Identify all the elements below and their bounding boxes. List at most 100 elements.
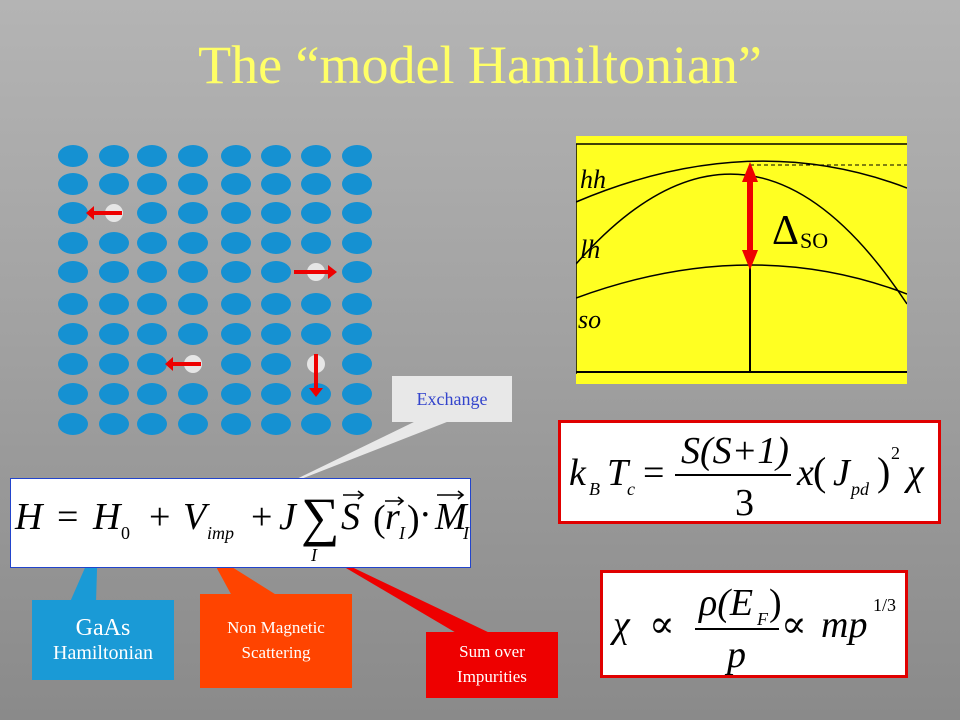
hh-label: hh xyxy=(580,165,606,194)
host-atom xyxy=(178,413,208,435)
propto-1: ∝ xyxy=(649,604,675,646)
host-atom xyxy=(301,323,331,345)
host-atom xyxy=(261,293,291,315)
v-symbol: V xyxy=(183,496,210,538)
host-atom xyxy=(221,293,251,315)
exchange-callout-text: Exchange xyxy=(416,388,488,409)
curie-temperature-equation: k T S(S+1) x J χ = 3 ( ) B c pd 2 xyxy=(558,420,941,524)
mp-exponent: 1/3 xyxy=(873,595,896,615)
host-atom xyxy=(221,145,251,167)
host-atom xyxy=(137,261,167,283)
jpd-exponent: 2 xyxy=(891,443,900,463)
host-atom xyxy=(178,293,208,315)
jpd-subscript: pd xyxy=(849,479,870,499)
host-atom xyxy=(178,145,208,167)
host-atom xyxy=(301,293,331,315)
sum-sign: ∑ xyxy=(301,487,340,547)
p-denominator: p xyxy=(724,634,746,675)
host-atom xyxy=(99,383,129,405)
heavy-hole-band xyxy=(575,160,908,203)
hamiltonian-equation: H H V J S r M = + + · ∑ ( ) 0 imp I I I xyxy=(10,478,471,568)
host-atom xyxy=(221,413,251,435)
spin-arrow-head xyxy=(328,265,337,279)
host-atom xyxy=(342,413,372,435)
s-symbol: S xyxy=(341,496,360,538)
dot-op: · xyxy=(419,494,432,536)
host-atom xyxy=(301,383,331,405)
host-atom xyxy=(99,261,129,283)
host-atom xyxy=(261,413,291,435)
chi-lhs: χ xyxy=(609,604,631,646)
host-atom xyxy=(137,353,167,375)
x-symbol: x xyxy=(796,452,814,494)
nonmag-callout-line1: Non Magnetic xyxy=(227,618,325,638)
ef-subscript: F xyxy=(756,609,769,629)
magnetic-impurity xyxy=(307,263,325,281)
sum-index: I xyxy=(310,545,318,565)
magnetic-impurity xyxy=(307,355,325,373)
host-atom xyxy=(261,261,291,283)
host-atom xyxy=(137,323,167,345)
lattice-atoms xyxy=(58,145,372,435)
host-atom xyxy=(221,353,251,375)
close-paren: ) xyxy=(407,498,420,540)
slide-title: The “model Hamiltonian” xyxy=(198,35,762,95)
host-atom xyxy=(178,173,208,195)
host-atom xyxy=(58,232,88,254)
spin-arrow-head xyxy=(309,388,323,397)
host-atom xyxy=(137,173,167,195)
host-atom xyxy=(58,383,88,405)
host-atom xyxy=(58,202,88,224)
host-atom xyxy=(137,202,167,224)
magnetic-impurity xyxy=(184,355,202,373)
host-atom xyxy=(342,145,372,167)
k-subscript: B xyxy=(589,479,600,499)
band-panel-background xyxy=(576,136,907,384)
spin-arrow-head xyxy=(86,206,94,220)
host-atom xyxy=(58,413,88,435)
host-atom xyxy=(261,383,291,405)
m-symbol: M xyxy=(434,496,469,538)
host-atom xyxy=(137,383,167,405)
host-atom xyxy=(342,293,372,315)
host-atom xyxy=(261,145,291,167)
h-symbol: H xyxy=(14,496,45,538)
host-atom xyxy=(342,323,372,345)
host-atom xyxy=(99,323,129,345)
t-symbol: T xyxy=(607,452,631,494)
host-atom xyxy=(261,232,291,254)
host-atom xyxy=(221,261,251,283)
host-atom xyxy=(178,202,208,224)
host-atom xyxy=(178,323,208,345)
gap-arrow-head-down xyxy=(742,250,758,270)
host-atom xyxy=(137,145,167,167)
hamiltonian-formula: H H V J S r M = + + · ∑ ( ) 0 imp I I I xyxy=(14,487,470,565)
host-atom xyxy=(342,232,372,254)
susceptibility-formula: χ ρ(E p mp ∝ ∝ ) F 1/3 xyxy=(609,582,896,676)
host-atom xyxy=(301,145,331,167)
host-atom xyxy=(137,293,167,315)
host-atom xyxy=(178,261,208,283)
host-atom xyxy=(261,353,291,375)
exchange-callout: Exchange xyxy=(392,376,512,422)
host-atom xyxy=(221,383,251,405)
h0-subscript: 0 xyxy=(121,523,130,543)
host-atom xyxy=(261,323,291,345)
h0-symbol: H xyxy=(92,496,123,538)
plus-op-2: + xyxy=(251,496,272,538)
host-atom xyxy=(221,323,251,345)
tc-denominator: 3 xyxy=(735,482,754,521)
propto-2: ∝ xyxy=(781,604,807,646)
host-atom xyxy=(342,261,372,283)
host-atom xyxy=(58,323,88,345)
vector-arrows xyxy=(343,490,465,506)
m-subscript: I xyxy=(462,523,470,543)
susceptibility-equation: χ ρ(E p mp ∝ ∝ ) F 1/3 xyxy=(600,570,908,678)
host-atom xyxy=(137,413,167,435)
curie-temperature-formula: k T S(S+1) x J χ = 3 ( ) B c pd 2 xyxy=(569,430,925,524)
jpd-close-paren: ) xyxy=(877,449,890,494)
split-off-band xyxy=(575,264,908,299)
host-atom xyxy=(342,173,372,195)
j-symbol: J xyxy=(279,496,298,538)
band-structure-panel: hh lh so Δ SO xyxy=(575,136,908,384)
